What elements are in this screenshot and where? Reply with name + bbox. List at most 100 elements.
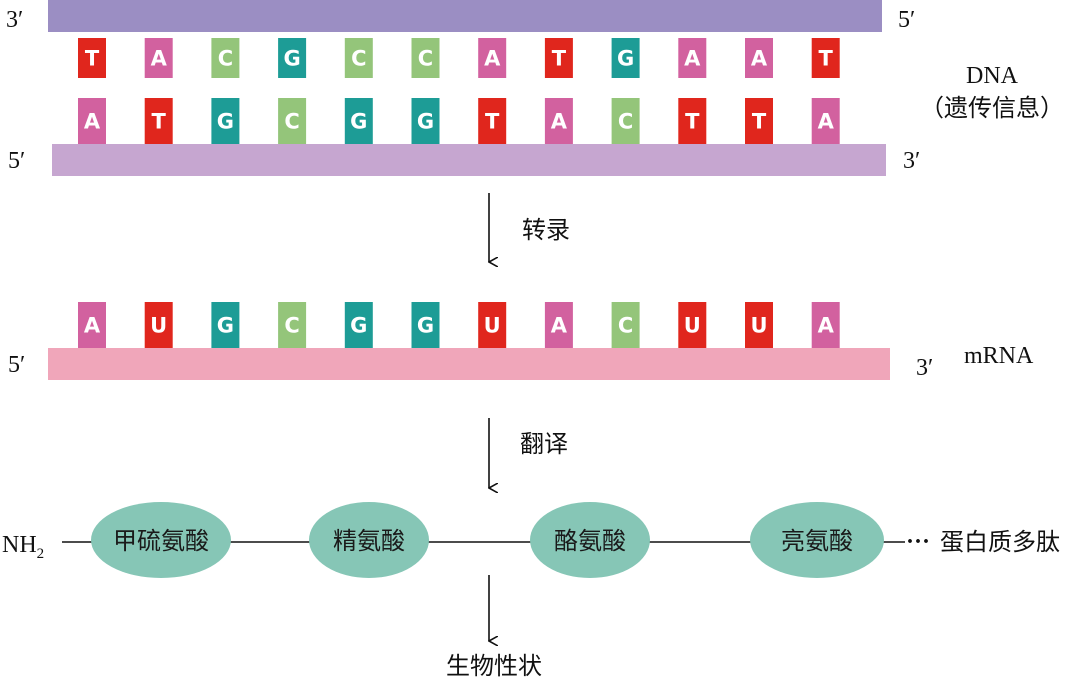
dna-top-base-tile-bg — [544, 38, 573, 78]
n-terminus-label: NH2 — [2, 532, 44, 562]
mrna-base-tile: C — [278, 302, 307, 348]
amino-acid-label: 酪氨酸 — [554, 527, 626, 555]
mrna-base-tile: U — [478, 302, 507, 348]
dna-top-base-tile-bg — [411, 38, 440, 78]
dna-bottom-base-tile-bg — [678, 98, 707, 144]
dna-top-base-letter: A — [684, 47, 701, 71]
dna-bottom-right-end-label: 3′ — [903, 148, 920, 174]
dna-top-base-tile: G — [278, 38, 307, 78]
mrna-base-letter: G — [350, 314, 367, 338]
mrna-base-tile: U — [745, 302, 773, 348]
dna-top-base-tile-bg — [478, 38, 507, 78]
mrna-base-letter: U — [750, 314, 767, 338]
mrna-left-end-label: 5′ — [8, 352, 25, 378]
dna-bottom-base-tile-bg — [411, 98, 440, 144]
dna-top-base-letter: A — [484, 47, 501, 71]
dna-bottom-base-tile: T — [144, 98, 173, 144]
dna-top-base-tile-bg — [745, 38, 773, 78]
mrna-base-tile: G — [344, 302, 373, 348]
dna-bottom-base-tile-bg — [611, 98, 640, 144]
dna-sublabel: （遗传信息） — [920, 94, 1064, 122]
amino-acid-chain: 甲硫氨酸 精氨酸 酪氨酸 亮氨酸 — [91, 502, 884, 578]
dna-top-base-tile-bg — [611, 38, 640, 78]
mrna-base-tile-bg — [678, 302, 707, 348]
mrna-base-tile-bg — [478, 302, 507, 348]
mrna-base-letter: C — [284, 314, 299, 338]
dna-bottom-base-letter: A — [551, 110, 568, 134]
mrna-base-letter: C — [618, 314, 633, 338]
dna-bottom-base-tile-bg — [478, 98, 507, 144]
dna-top-base-tile-bg — [344, 38, 373, 78]
dna-bottom-base-letter: T — [485, 110, 500, 134]
dna-bottom-base-tile: A — [811, 98, 840, 144]
dna-top-left-end-label: 3′ — [6, 7, 23, 33]
mrna-base-letter: U — [150, 314, 167, 338]
n-terminus-subscript: 2 — [37, 546, 45, 562]
dna-top-base-tile: T — [544, 38, 573, 78]
translation-label: 翻译 — [520, 430, 568, 458]
dna-top-base-tile: A — [678, 38, 707, 78]
dna-top-base-letter: C — [418, 47, 433, 71]
mrna-base-tile: A — [544, 302, 573, 348]
dna-top-base-letter: A — [151, 47, 168, 71]
dna-bottom-base-tile-bg — [811, 98, 840, 144]
dna-bottom-base-tile: G — [211, 98, 240, 144]
amino-acid-ellipse — [750, 502, 884, 578]
dna-bottom-base-letter: A — [84, 110, 101, 134]
mrna-right-end-label: 3′ — [916, 355, 933, 381]
mrna-base-tile: C — [611, 302, 640, 348]
mrna-base-tile-bg — [811, 302, 840, 348]
mrna-base-tile-bg — [144, 302, 173, 348]
amino-acid-label: 亮氨酸 — [781, 527, 853, 555]
dna-bottom-base-tile-bg — [278, 98, 307, 144]
mrna-base-letter: U — [684, 314, 701, 338]
dna-bottom-base-letter: T — [152, 110, 167, 134]
dna-top-base-tile: A — [745, 38, 773, 78]
chain-ellipsis: ··· — [906, 529, 930, 555]
mrna-base-tile: G — [211, 302, 240, 348]
amino-acid-node: 甲硫氨酸 — [91, 502, 231, 578]
dna-bottom-base-letter: C — [618, 110, 633, 134]
dna-top-base-letter: G — [617, 47, 634, 71]
dna-bottom-base-tile: C — [278, 98, 307, 144]
dna-bottom-base-letter: G — [350, 110, 367, 134]
dna-top-base-tile: A — [478, 38, 507, 78]
dna-top-base-letter: T — [552, 47, 567, 71]
dna-top-base-tile: C — [211, 38, 240, 78]
dna-top-base-tile-bg — [144, 38, 173, 78]
mrna-base-tile-bg — [611, 302, 640, 348]
mrna-base-letter: G — [217, 314, 234, 338]
mrna-base-tile-bg — [411, 302, 440, 348]
mrna-base-letter: G — [417, 314, 434, 338]
dna-bottom-left-end-label: 5′ — [8, 148, 25, 174]
dna-bottom-base-tile: C — [611, 98, 640, 144]
mrna-base-letter: U — [484, 314, 501, 338]
protein-label: 蛋白质多肽 — [940, 528, 1060, 556]
dna-top-base-tile: C — [411, 38, 440, 78]
mrna-base-tile: G — [411, 302, 440, 348]
amino-acid-ellipse — [530, 502, 650, 578]
mrna-base-letter: A — [84, 314, 101, 338]
mrna-base-tile-bg — [278, 302, 307, 348]
dna-bottom-base-letter: C — [284, 110, 299, 134]
dna-top-base-letter: T — [85, 47, 100, 71]
dna-bottom-base-tile-bg — [344, 98, 373, 144]
mrna-base-tile-bg — [745, 302, 773, 348]
amino-acid-node: 酪氨酸 — [530, 502, 650, 578]
dna-bottom-base-tile-bg — [544, 98, 573, 144]
dna-bottom-base-letter: T — [752, 110, 767, 134]
dna-bottom-base-letter: T — [685, 110, 700, 134]
dna-top-base-tile-bg — [678, 38, 707, 78]
amino-acid-label: 精氨酸 — [333, 527, 405, 555]
dna-top-base-letter: G — [283, 47, 300, 71]
dna-bottom-base-letter: A — [818, 110, 835, 134]
dna-top-base-tile-bg — [811, 38, 840, 78]
dna-bottom-base-tile: A — [544, 98, 573, 144]
amino-acid-node: 精氨酸 — [309, 502, 429, 578]
amino-acid-label: 甲硫氨酸 — [113, 527, 209, 555]
amino-acid-ellipse — [309, 502, 429, 578]
dna-bottom-base-tile-bg — [78, 98, 106, 144]
dna-top-base-tile-bg — [278, 38, 307, 78]
